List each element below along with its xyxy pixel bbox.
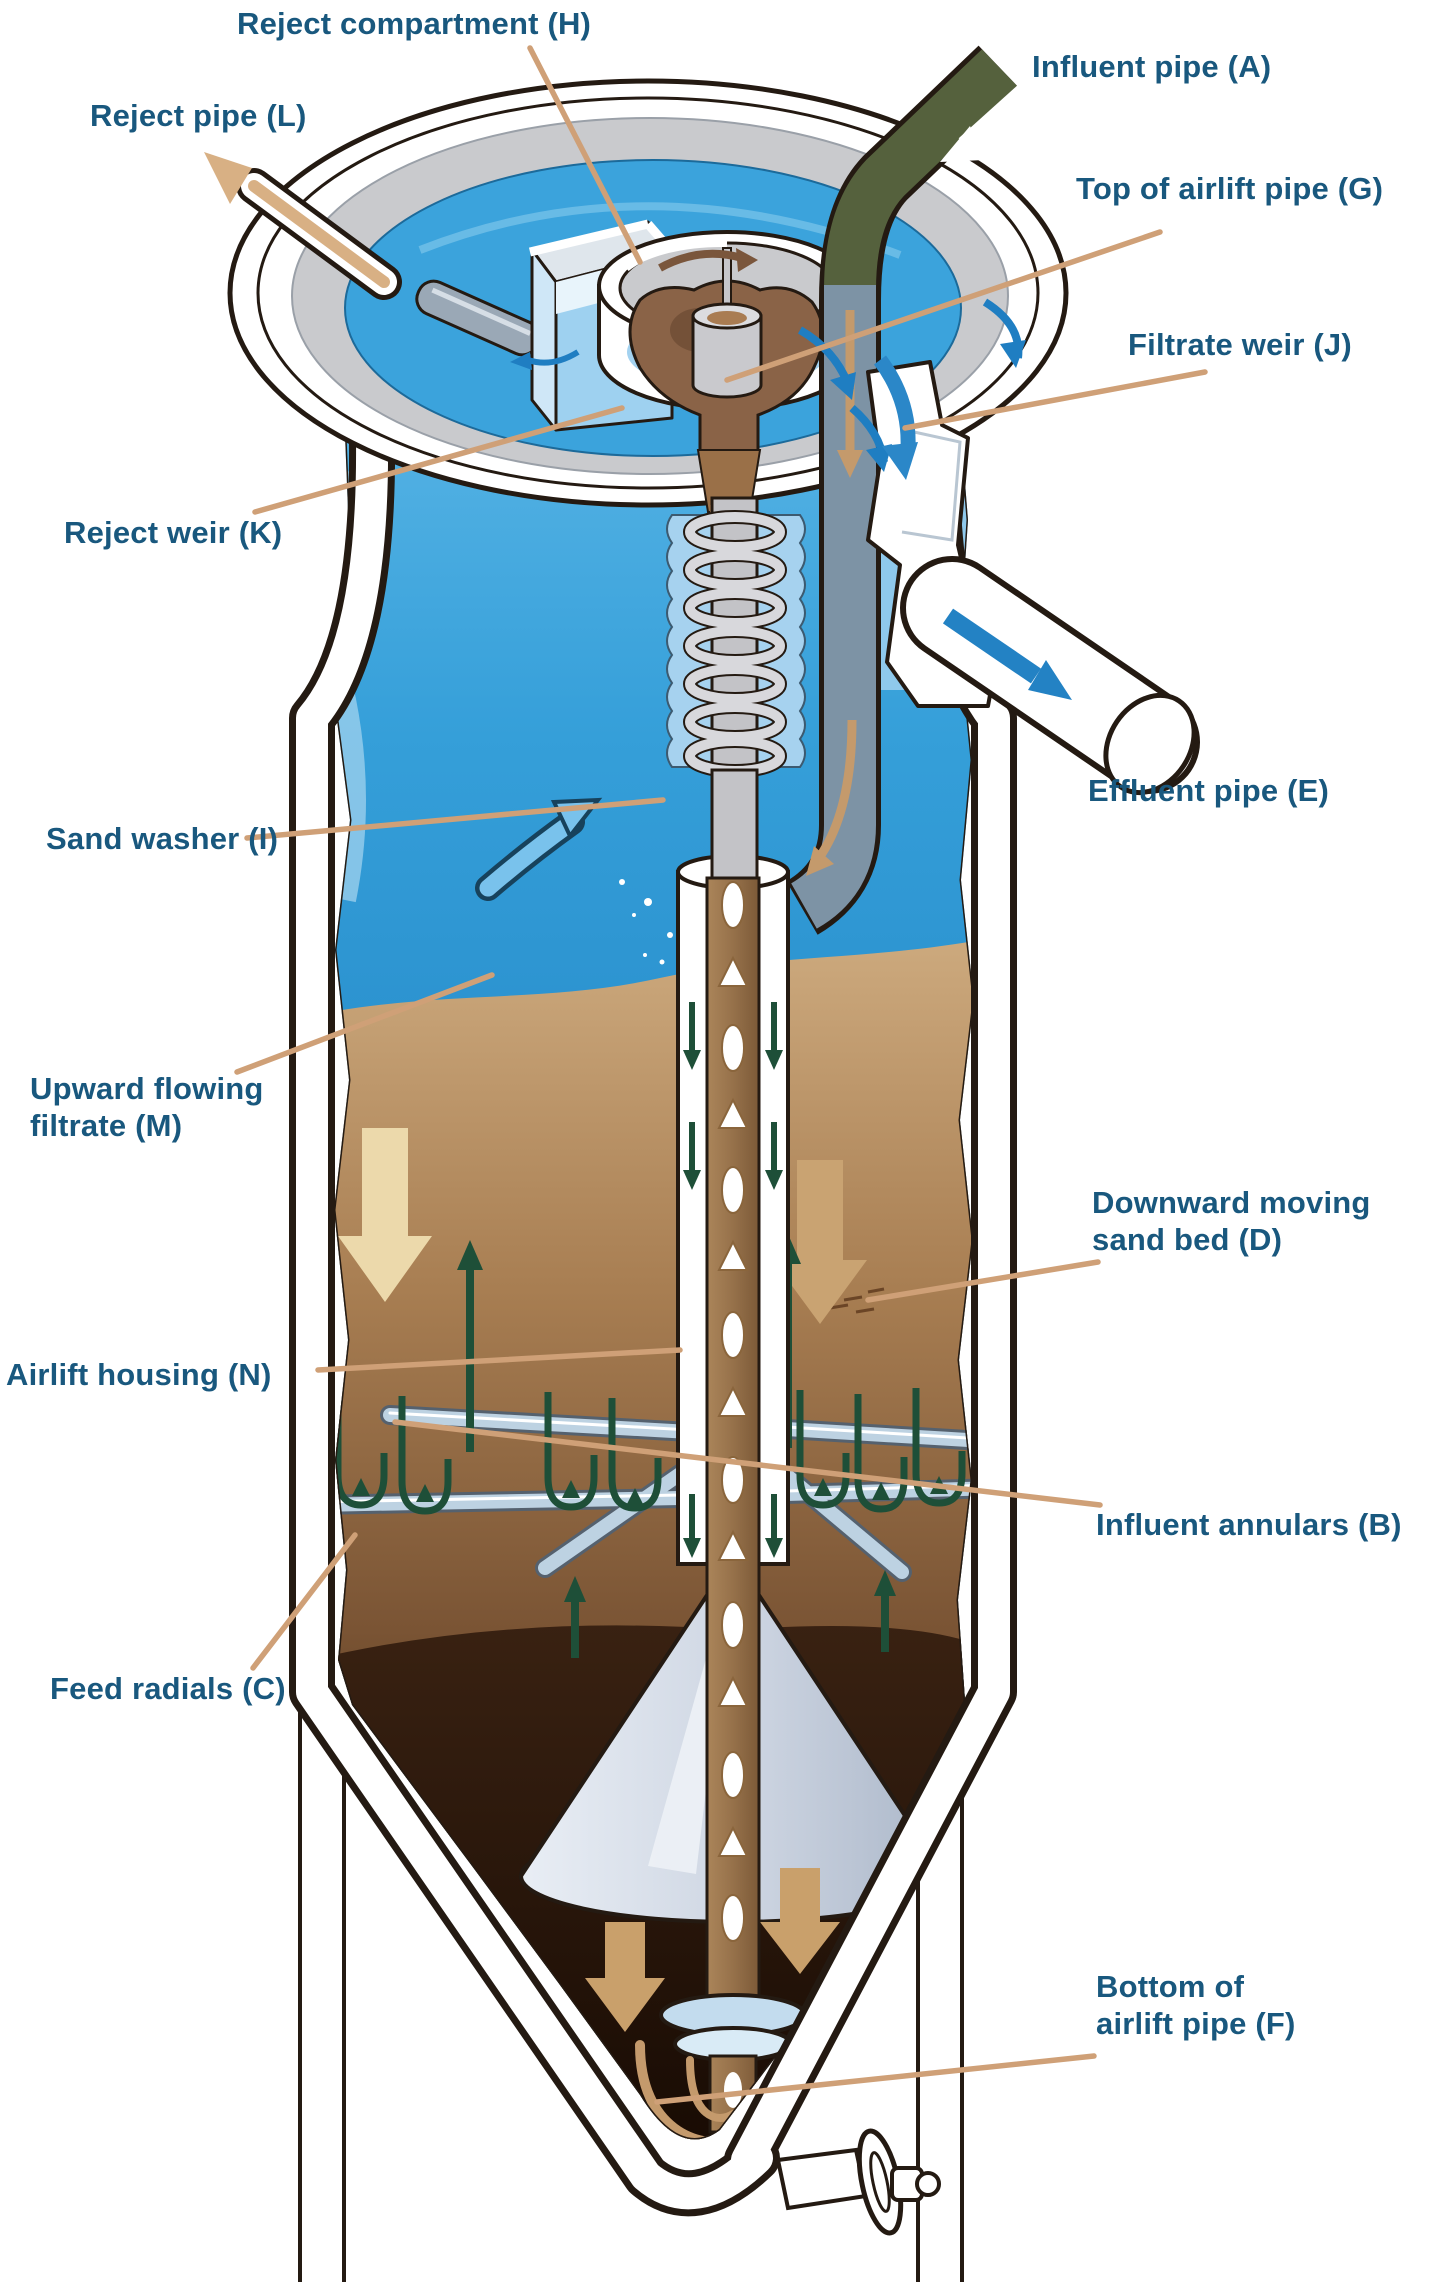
drain-fitting xyxy=(775,2128,941,2236)
label-bottom-of-airlift-pipe: Bottom of airlift pipe (F) xyxy=(1096,1969,1296,2041)
reject-pipe xyxy=(204,152,402,300)
label-top-of-airlift-pipe: Top of airlift pipe (G) xyxy=(1076,171,1384,206)
label-feed-radials: Feed radials (C) xyxy=(50,1671,286,1706)
effluent-pipe xyxy=(900,556,1200,796)
label-effluent-pipe: Effluent pipe (E) xyxy=(1088,773,1330,808)
housing-flow-arrows xyxy=(683,1002,783,1558)
sand-washer xyxy=(666,496,806,880)
bottom-sand-arrows xyxy=(585,1868,840,2032)
label-sand-washer: Sand washer (I) xyxy=(46,821,279,856)
airlift-pipe xyxy=(705,876,761,2012)
leader-lines xyxy=(234,45,1208,2105)
label-influent-pipe: Influent pipe (A) xyxy=(1032,49,1272,84)
label-airlift-housing: Airlift housing (N) xyxy=(6,1357,272,1392)
label-reject-compartment: Reject compartment (H) xyxy=(237,6,592,41)
label-upward-flowing-filtrate: Upward flowing filtrate (M) xyxy=(30,1071,264,1143)
bubbles xyxy=(619,869,700,965)
label-influent-annulars: Influent annulars (B) xyxy=(1096,1507,1402,1542)
label-reject-weir: Reject weir (K) xyxy=(64,515,283,550)
sand-flow-down-arrow xyxy=(338,1128,867,1324)
label-downward-moving-sand-bed: Downward moving sand bed (D) xyxy=(1092,1185,1371,1257)
label-filtrate-weir: Filtrate weir (J) xyxy=(1128,327,1352,362)
label-reject-pipe: Reject pipe (L) xyxy=(90,98,307,133)
influent-pipe xyxy=(785,45,1026,935)
